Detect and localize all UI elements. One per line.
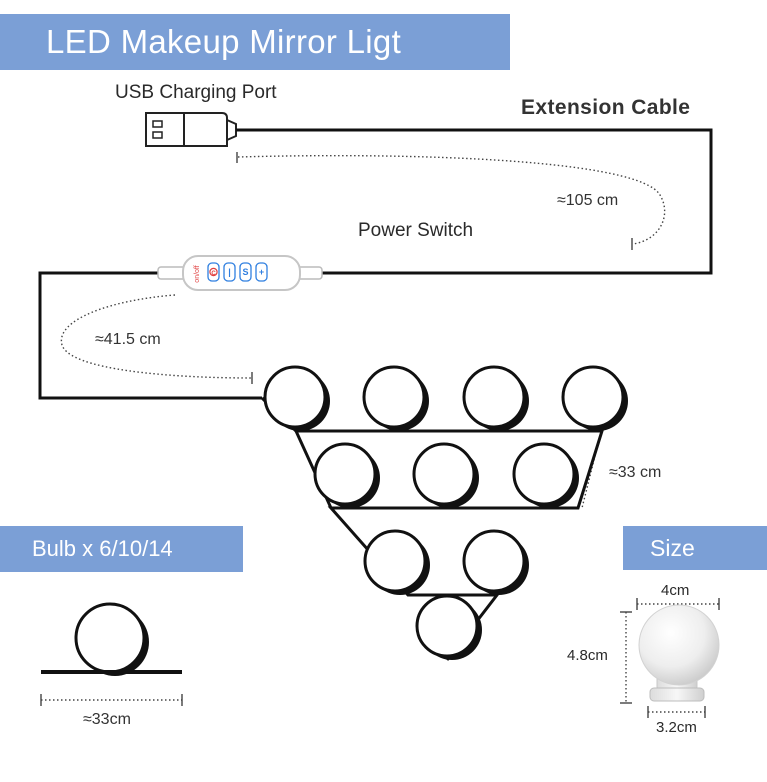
base-width-label: 3.2cm xyxy=(656,719,697,736)
power-switch-icon: on/off C | S + xyxy=(157,255,323,291)
bulb-icon xyxy=(362,365,429,431)
bulb-icon xyxy=(561,365,628,431)
usb-plug-icon xyxy=(145,112,237,147)
bulb-product-icon xyxy=(638,604,720,702)
extension-length-label: ≈105 cm xyxy=(557,192,619,209)
bulb-icon xyxy=(363,529,430,595)
extension-cable-label: Extension Cable xyxy=(521,96,691,119)
title-banner: LED Makeup Mirror Ligt xyxy=(0,14,510,70)
switch-button-c: C xyxy=(211,271,216,277)
bulb-array xyxy=(263,365,628,660)
bulb-icon xyxy=(313,442,380,508)
bulb-icon xyxy=(462,365,529,431)
usb-port-label: USB Charging Port xyxy=(115,82,277,103)
bulb-icon xyxy=(263,365,330,431)
bulb-width-label: 4cm xyxy=(661,582,690,599)
single-bulb-spacing-label: ≈33cm xyxy=(83,711,131,728)
bulb-count-label: Bulb x 6/10/14 xyxy=(32,536,173,561)
bulb-icon xyxy=(512,442,579,508)
size-label: Size xyxy=(650,534,695,561)
bulb-icon xyxy=(462,529,529,595)
bulb-spacing-label: ≈33 cm xyxy=(609,464,662,481)
switch-cable-length-label: ≈41.5 cm xyxy=(95,331,161,348)
power-switch-label: Power Switch xyxy=(358,220,474,241)
bulb-count-banner: Bulb x 6/10/14 xyxy=(0,526,243,572)
bulb-height-label: 4.8cm xyxy=(567,647,608,664)
bulb-icon xyxy=(412,442,479,508)
switch-button-s: S xyxy=(242,267,248,277)
single-bulb-example xyxy=(41,602,182,676)
switch-button-plus: + xyxy=(259,267,264,277)
switch-button-i: | xyxy=(228,267,231,277)
page-title: LED Makeup Mirror Ligt xyxy=(46,23,402,60)
cable-lines xyxy=(38,128,713,400)
size-banner: Size xyxy=(623,526,767,570)
switch-onoff-text: on/off xyxy=(194,265,201,282)
bulb-icon xyxy=(415,594,482,660)
